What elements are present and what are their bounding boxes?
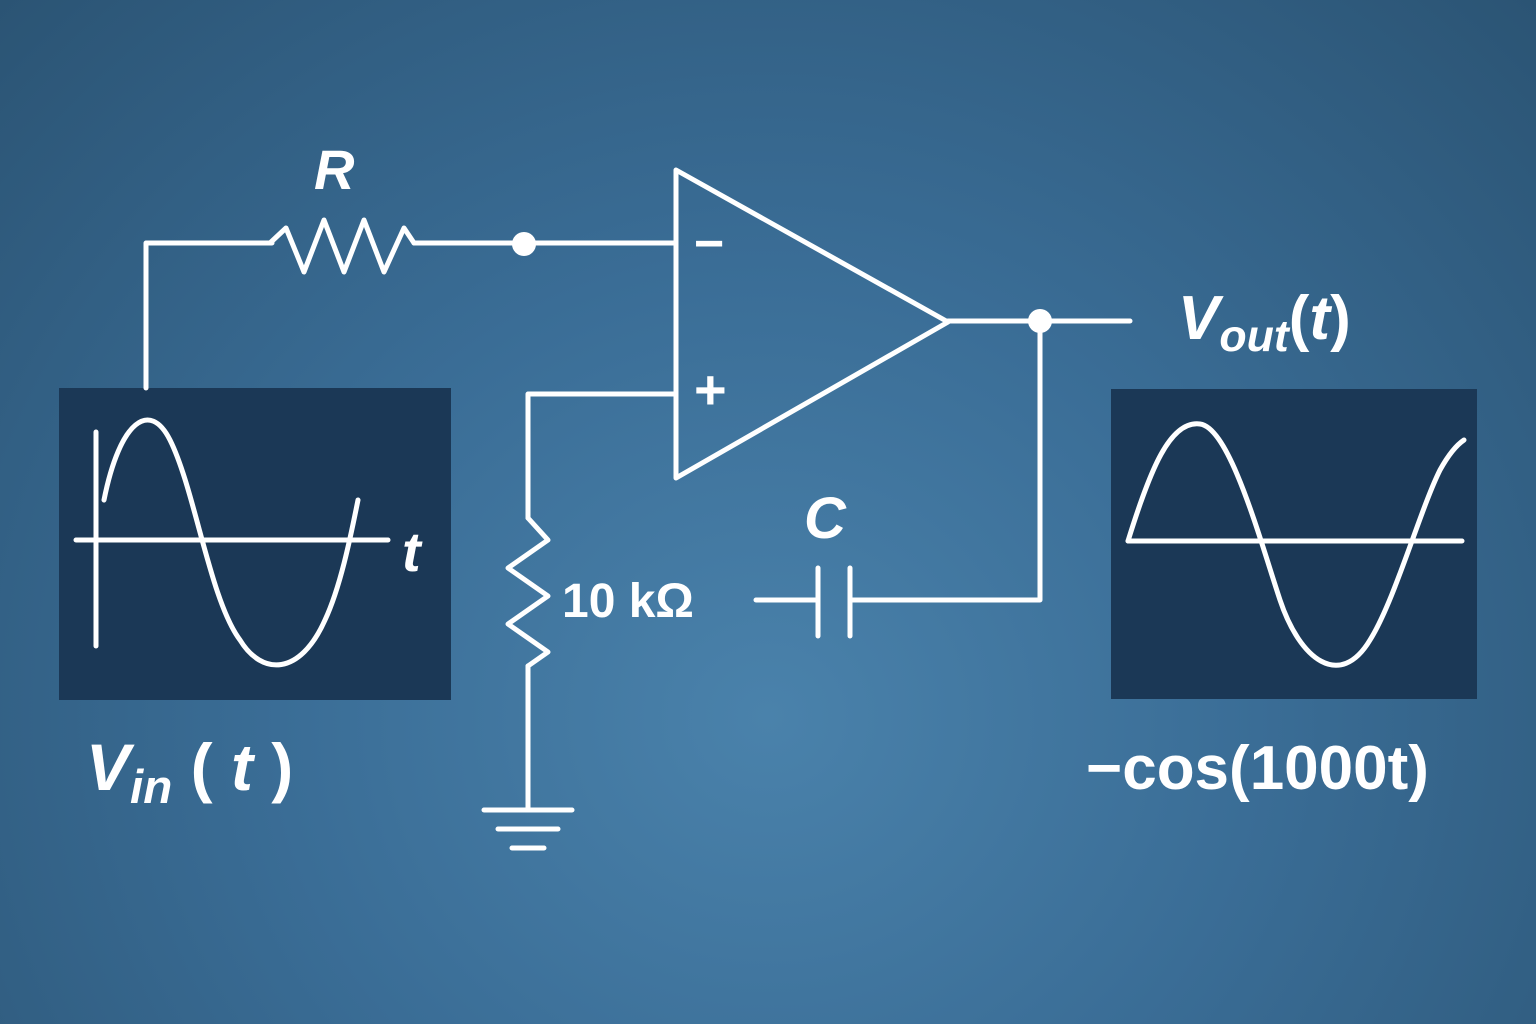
vout-variable: t — [1309, 284, 1331, 353]
vout-subscript: out — [1219, 312, 1289, 362]
vin-main: V — [86, 730, 131, 804]
vout-open-paren: ( — [1288, 284, 1310, 353]
vin-subscript: in — [130, 761, 173, 815]
vout-close-paren: ) — [1330, 284, 1351, 353]
input-wire — [143, 240, 275, 391]
resistor-value-label: 10 kΩ — [562, 575, 694, 628]
non-inverting-input-sign: + — [694, 358, 727, 421]
resistor-r-label: R — [314, 138, 355, 201]
resistor-10k — [505, 515, 551, 669]
vin-close-paren: ) — [271, 730, 294, 804]
output-cosine-wave — [1125, 421, 1467, 668]
resistor-r — [267, 217, 417, 275]
output-expression-label: −cos(1000t) — [1086, 734, 1429, 803]
op-amp-triangle — [673, 167, 951, 481]
input-time-axis-label: t — [402, 520, 421, 583]
non-inverting-input-wire — [525, 391, 679, 521]
vout-main: V — [1178, 284, 1220, 353]
vin-open-paren: ( — [190, 730, 213, 804]
vin-variable: t — [230, 730, 253, 804]
capacitor-label: C — [804, 486, 846, 551]
vin-label: Vin ( t ) — [86, 734, 293, 812]
vout-label: Vout(t) — [1178, 288, 1351, 360]
inverting-input-sign: − — [694, 215, 725, 273]
junction-node-input — [512, 232, 536, 256]
feedback-wire — [849, 318, 1043, 603]
input-sine-wave — [101, 417, 361, 668]
